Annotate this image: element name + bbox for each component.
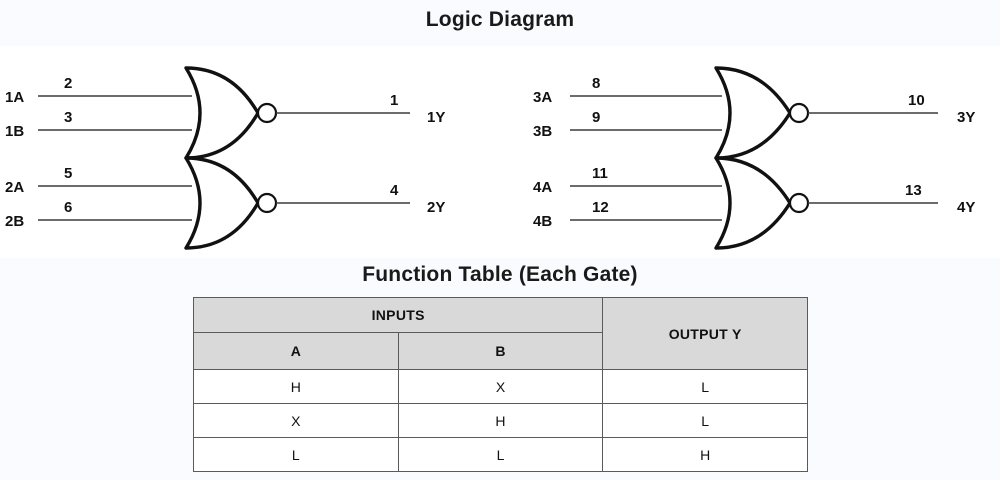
inversion-bubble-icon — [256, 102, 278, 124]
gate-4-output-pin: 13 — [905, 182, 922, 199]
gate-2-output-pin: 4 — [390, 182, 399, 199]
gate-2-input-b-pin: 6 — [64, 199, 72, 216]
nor-gate-3: 3A 3B 8 9 10 3Y — [533, 66, 975, 160]
header-column-b: B — [397, 332, 604, 370]
cell-b: L — [397, 437, 604, 472]
gate-2-input-b-label: 2B — [5, 213, 24, 230]
gate-3-output-pin: 10 — [908, 92, 925, 109]
gate-3-output-label: 3Y — [957, 109, 975, 126]
table-header-row-columns: A B — [193, 332, 808, 370]
gate-4-input-b-label: 4B — [533, 213, 552, 230]
cell-y: H — [602, 437, 808, 472]
gate-4-input-b-pin: 12 — [592, 199, 609, 216]
table-row: X H L — [193, 403, 808, 438]
cell-y: L — [602, 369, 808, 404]
gate-3-input-a-label: 3A — [533, 89, 552, 106]
gate-1-input-b-pin: 3 — [64, 109, 72, 126]
gate-4-input-a-pin: 11 — [592, 165, 608, 182]
header-output-y: OUTPUT Y — [602, 297, 808, 370]
nor-gate-1: 1A 1B 2 3 1 1Y — [5, 66, 445, 160]
nor-gate-body — [714, 66, 792, 160]
logic-diagram: 1A 1B 2 3 1 1Y 2A 2B 5 6 4 2Y — [5, 66, 975, 250]
top-tint-band — [0, 0, 1000, 46]
gate-1-input-a-label: 1A — [5, 89, 24, 106]
cell-y: L — [602, 403, 808, 438]
page-title: Logic Diagram — [425, 8, 575, 31]
table-header-row-group: INPUTS OUTPUT Y — [192, 297, 808, 370]
gate-2-output-label: 2Y — [427, 199, 445, 216]
table-row: H X L — [193, 369, 808, 404]
header-inputs: INPUTS — [192, 297, 604, 333]
cell-a: L — [193, 437, 399, 472]
table-row: L L H — [193, 437, 808, 472]
inversion-bubble-icon — [788, 192, 810, 214]
gate-3-input-b-pin: 9 — [592, 109, 600, 126]
gate-1-input-a-pin: 2 — [64, 75, 72, 92]
gate-1-output-pin: 1 — [390, 92, 398, 109]
nor-gate-body — [184, 156, 260, 250]
gate-1-output-label: 1Y — [427, 109, 445, 126]
cell-b: X — [397, 369, 604, 404]
inversion-bubble-icon — [788, 102, 810, 124]
nor-gate-2: 2A 2B 5 6 4 2Y — [5, 156, 445, 250]
gate-2-input-a-label: 2A — [5, 179, 24, 196]
gate-1-input-b-label: 1B — [5, 123, 24, 140]
function-table-title: Function Table (Each Gate) — [362, 263, 638, 286]
gate-2-input-a-pin: 5 — [64, 165, 72, 182]
function-table-head: INPUTS OUTPUT Y A B — [192, 297, 808, 370]
cell-a: H — [193, 369, 399, 404]
gate-4-input-a-label: 4A — [533, 179, 552, 196]
nor-gate-4: 4A 4B 11 12 13 4Y — [533, 156, 975, 250]
function-table-body: H X L X H L L L H — [193, 369, 808, 472]
gate-4-output-label: 4Y — [957, 199, 975, 216]
nor-gate-body — [714, 156, 792, 250]
gate-3-input-b-label: 3B — [533, 123, 552, 140]
cell-a: X — [193, 403, 399, 438]
gate-3-input-a-pin: 8 — [592, 75, 600, 92]
header-column-a: A — [193, 332, 399, 370]
inversion-bubble-icon — [256, 192, 278, 214]
nor-gate-body — [184, 66, 260, 160]
function-table: INPUTS OUTPUT Y A B H X L X H L L L H — [192, 297, 808, 472]
cell-b: H — [397, 403, 604, 438]
